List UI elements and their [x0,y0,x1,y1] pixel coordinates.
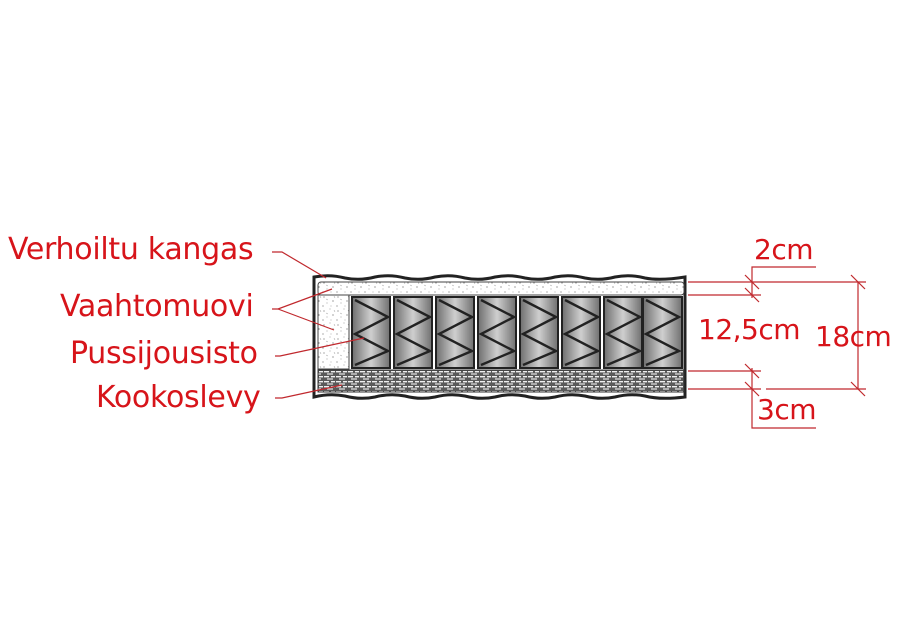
label-cover-fabric: Verhoiltu kangas [8,232,254,267]
top-foam-layer [317,281,685,296]
label-foam: Vaahtomuovi [60,289,254,324]
leader-lines [272,251,365,399]
label-coir: Kookoslevy [96,380,261,415]
pocket-spring-cells [351,296,683,369]
dimension-total: 18cm [815,320,892,353]
dimension-bottom: 3cm [757,393,816,426]
dimension-top: 2cm [754,233,813,266]
coir-layer [317,369,685,393]
side-foam-column [317,294,350,370]
dimension-core: 12,5cm [698,313,801,346]
dimension-lines [688,266,866,429]
label-pocket-springs: Pussijousisto [70,336,258,371]
